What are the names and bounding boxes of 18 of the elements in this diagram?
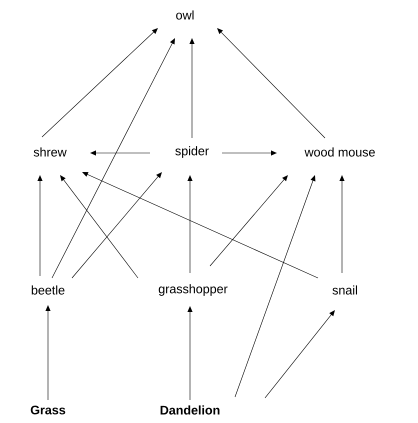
arrow [72,172,162,278]
arrow [264,310,335,398]
organism-label: Dandelion [160,405,220,415]
organism-label: spider [175,146,209,158]
arrow [82,172,318,278]
organism-label: shrew [34,147,67,157]
arrow [210,175,288,266]
arrow [234,175,316,398]
arrow [52,38,175,278]
organism-label: beetle [32,285,64,295]
organism-label: owl [176,10,194,20]
arrow [60,175,138,278]
arrow [217,28,326,138]
organism-label: grasshopper [158,284,228,296]
organism-label: snail [332,285,358,295]
organism-label: Grass [30,406,66,414]
arrow [42,28,158,138]
organism-label: wood mouse [304,147,375,157]
